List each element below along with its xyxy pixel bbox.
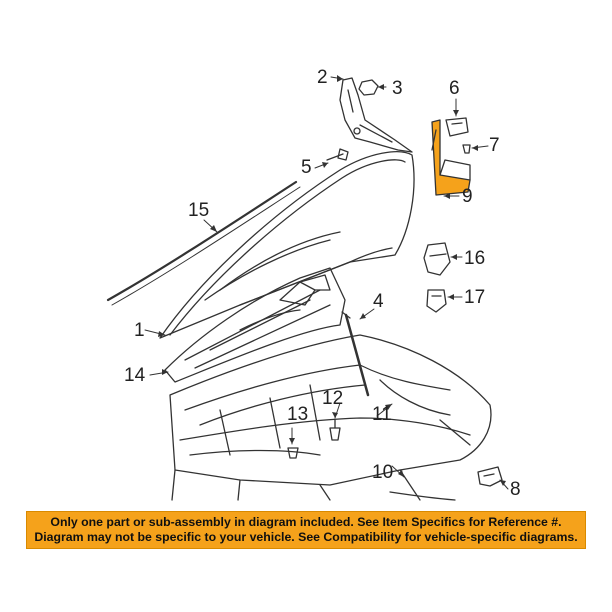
callout-1: 1: [134, 320, 145, 341]
callout-6: 6: [449, 78, 460, 99]
release-cable: [359, 364, 451, 391]
nut: [358, 79, 379, 96]
callout-13: 13: [287, 404, 309, 425]
callout-2: 2: [317, 67, 328, 88]
hood-hinge: [339, 77, 413, 153]
callout-9: 9: [462, 186, 473, 207]
callout-16: 16: [464, 248, 486, 269]
screw: [462, 144, 471, 154]
cable: [389, 491, 456, 501]
hood-latch: [477, 466, 503, 487]
insulator-clip: [287, 447, 299, 459]
callout-4: 4: [373, 291, 384, 312]
hood-weatherstrip: [106, 180, 301, 306]
hood-stopper: [426, 289, 447, 313]
callout-3: 3: [392, 78, 403, 99]
callout-arrowheads: [158, 75, 506, 486]
disclaimer-line-1: Only one part or sub-assembly in diagram…: [50, 515, 562, 529]
callout-8: 8: [510, 479, 521, 500]
callout-14: 14: [124, 365, 146, 386]
callout-12: 12: [322, 388, 344, 409]
bolt: [326, 148, 349, 161]
callout-leaders: [144, 76, 509, 490]
prop-rod: [341, 311, 370, 397]
hood-bumper: [423, 242, 451, 276]
hinge-mount-highlighted: [431, 119, 471, 196]
hinge-cap: [445, 117, 469, 137]
callout-5: 5: [301, 157, 312, 178]
callout-10: 10: [372, 462, 394, 483]
disclaimer-banner: Only one part or sub-assembly in diagram…: [26, 511, 586, 549]
callout-15: 15: [188, 200, 210, 221]
hood-panel: [159, 151, 415, 339]
engine-compartment: [169, 334, 492, 501]
clip: [329, 419, 341, 441]
callout-17: 17: [464, 287, 486, 308]
disclaimer-line-2: Diagram may not be specific to your vehi…: [34, 530, 578, 544]
callout-11: 11: [372, 404, 392, 425]
callout-7: 7: [489, 135, 500, 156]
